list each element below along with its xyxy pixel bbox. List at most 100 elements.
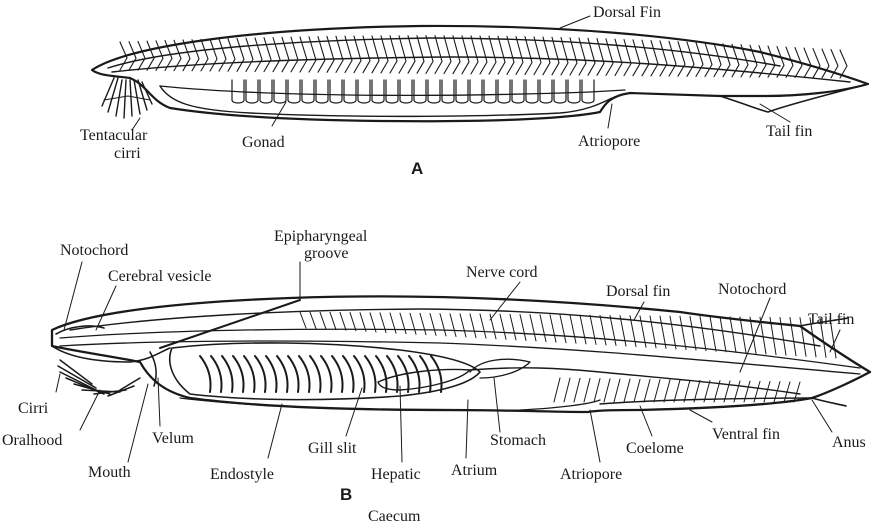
myomere: [444, 36, 451, 74]
myomere: [410, 313, 416, 334]
myomere: [786, 47, 793, 77]
myomere: [516, 37, 523, 75]
myomere: [561, 38, 568, 75]
gonad-segment: [554, 80, 566, 103]
gill-bar: [255, 356, 266, 392]
myomere: [480, 314, 486, 338]
myomere: [507, 36, 514, 74]
myomere: [300, 312, 306, 328]
myomere: [417, 36, 424, 74]
label-b-oralhood: Oralhood: [2, 432, 62, 449]
myomere: [660, 41, 667, 76]
myomere: [354, 36, 361, 73]
myomere: [669, 41, 676, 76]
myomere: [651, 41, 658, 76]
gonad-segment: [498, 80, 510, 103]
label-a-cirri: cirri: [114, 145, 141, 162]
myomere: [327, 36, 334, 72]
gonad-segment: [260, 80, 272, 103]
myomere: [462, 36, 469, 74]
gonad-segment: [414, 80, 426, 103]
label-b-anus: Anus: [832, 434, 866, 451]
caption-a: A: [411, 160, 423, 177]
myomere: [790, 318, 796, 356]
label-b-atrium: Atrium: [451, 462, 497, 479]
myomere: [400, 313, 406, 334]
myomere: [600, 315, 606, 345]
gonad-segment: [288, 80, 300, 103]
myomere: [633, 40, 640, 76]
myomere: [614, 379, 620, 402]
label-b-tail-fin: Tail fin: [808, 311, 854, 328]
myomere: [604, 379, 610, 402]
a-leader-dorsal: [560, 16, 590, 28]
myomere: [500, 314, 506, 339]
label-b-ventral-fin: Ventral fin: [712, 426, 780, 443]
myomere: [264, 38, 271, 72]
b-hepatic-caecum: [378, 370, 470, 391]
myomere: [345, 36, 352, 72]
gill-bar: [387, 356, 398, 392]
myomere: [780, 317, 786, 355]
gill-bar: [321, 356, 332, 392]
myomere: [564, 378, 570, 402]
a-notochord-line: [112, 57, 850, 82]
gonad-segment: [428, 80, 440, 103]
myomere: [705, 43, 712, 77]
b-pharynx: [170, 343, 480, 400]
myomere: [480, 36, 487, 74]
myomere: [540, 315, 546, 342]
label-b-stomach: Stomach: [490, 432, 546, 449]
gill-bar: [288, 356, 299, 392]
myomere: [520, 314, 526, 340]
label-b-velum: Velum: [152, 430, 194, 447]
myomere: [570, 315, 576, 343]
myomere: [129, 42, 136, 70]
a-gonads: [232, 80, 594, 103]
myomere: [490, 314, 496, 339]
label-b-caecum: Caecum: [368, 508, 420, 525]
label-b-gill-slit: Gill slit: [308, 440, 356, 457]
myomere: [822, 49, 829, 78]
label-b-cirri: Cirri: [18, 400, 48, 417]
myomere: [408, 36, 415, 74]
myomere: [147, 41, 154, 70]
myomere: [800, 318, 806, 357]
myomere: [381, 36, 388, 73]
gill-bar: [299, 356, 310, 392]
gill-bar: [211, 356, 222, 392]
label-b-notochord-left: Notochord: [60, 242, 128, 259]
label-a-tail-fin: Tail fin: [766, 123, 812, 140]
myomere: [590, 315, 596, 344]
gonad-segment: [540, 80, 552, 103]
myomere: [350, 313, 356, 331]
myomere: [237, 38, 244, 71]
myomere: [554, 378, 560, 402]
gonad-segment: [568, 80, 580, 103]
label-b-cerebral-vesicle: Cerebral vesicle: [108, 268, 212, 285]
myomere: [273, 38, 280, 72]
myomere: [680, 316, 686, 349]
myomere: [420, 313, 426, 334]
label-a-gonad: Gonad: [242, 134, 285, 151]
myomere: [470, 314, 476, 338]
myomere: [510, 314, 516, 340]
myomere: [813, 49, 820, 78]
myomere: [620, 316, 626, 346]
myomere: [534, 37, 541, 75]
gill-bar: [365, 356, 376, 392]
figure-a-drawing: [92, 16, 868, 130]
myomere: [723, 44, 730, 77]
gonad-segment: [442, 80, 454, 103]
gonad-segment: [512, 80, 524, 103]
myomere: [670, 316, 676, 349]
label-b-coelome: Coelome: [626, 440, 684, 457]
a-leader-atriopore: [608, 104, 612, 128]
myomere: [644, 380, 650, 403]
gill-bar: [200, 356, 211, 392]
myomere: [498, 36, 505, 74]
myomere: [730, 317, 736, 352]
myomere: [687, 42, 694, 76]
a-tentacular-cirri: [102, 78, 152, 118]
